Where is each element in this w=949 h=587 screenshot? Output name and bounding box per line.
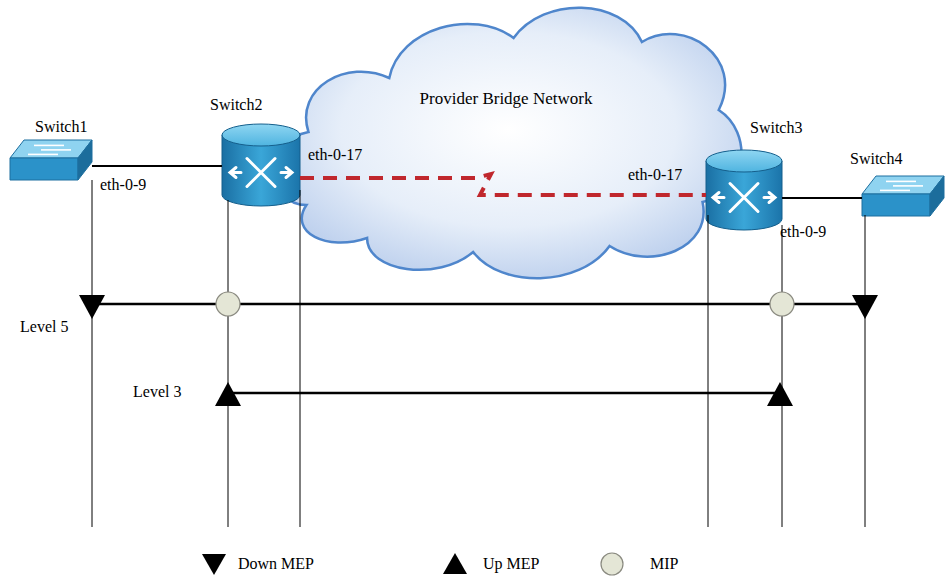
arrow-line bbox=[41, 149, 71, 151]
switch-icon bbox=[706, 150, 782, 230]
switch-front bbox=[10, 158, 78, 180]
access-link bbox=[92, 165, 222, 167]
switch-top bbox=[222, 124, 300, 146]
switch-name: Switch2 bbox=[210, 96, 262, 114]
arrow-line bbox=[230, 168, 241, 178]
up-mep-symbol bbox=[767, 382, 793, 406]
arrow-line bbox=[247, 159, 275, 187]
legend-text: MIP bbox=[650, 555, 678, 573]
level-line bbox=[92, 303, 865, 306]
arrow-line bbox=[247, 159, 275, 187]
arrow-line bbox=[893, 185, 923, 187]
switch-node: Switch2 bbox=[222, 124, 300, 206]
drop-line bbox=[92, 180, 93, 527]
arrow-line bbox=[880, 190, 910, 192]
up-mep-symbol bbox=[215, 382, 241, 406]
switch-icon bbox=[10, 140, 92, 180]
switch-name: Switch4 bbox=[850, 150, 902, 168]
switch-front bbox=[862, 194, 930, 216]
cloud-outline bbox=[266, 0, 746, 285]
cloud-shape bbox=[276, 8, 742, 279]
switch-name: Switch3 bbox=[750, 119, 802, 137]
legend-mip bbox=[601, 553, 623, 575]
down-mep-symbol bbox=[852, 295, 878, 319]
mip-symbol bbox=[216, 292, 240, 316]
arrow-line bbox=[713, 193, 724, 203]
down-mep-symbol bbox=[79, 295, 105, 319]
level-label: Level 3 bbox=[133, 383, 181, 401]
switch-arrows bbox=[880, 181, 923, 190]
switch-top bbox=[706, 150, 782, 172]
port-label: eth-0-17 bbox=[308, 146, 362, 164]
drop-line bbox=[228, 200, 229, 527]
arrow-line bbox=[28, 154, 58, 156]
port-label: eth-0-9 bbox=[780, 223, 826, 241]
switch-node: Switch1 bbox=[10, 140, 92, 180]
port-label: eth-0-17 bbox=[628, 166, 682, 184]
level-label: Level 5 bbox=[20, 318, 68, 336]
switch-icon bbox=[862, 176, 944, 216]
network-name: Provider Bridge Network bbox=[266, 90, 746, 108]
legend-text: Down MEP bbox=[238, 555, 314, 573]
switch-arrows bbox=[230, 159, 292, 187]
drop-line bbox=[708, 215, 709, 527]
arrow-line bbox=[764, 193, 775, 203]
switch-node: Switch3 bbox=[706, 150, 782, 230]
arrow-line bbox=[730, 184, 758, 212]
legend-down-mep bbox=[202, 554, 226, 575]
switch-arrows bbox=[713, 184, 775, 212]
arrow-line bbox=[281, 168, 292, 178]
switch-icon bbox=[222, 124, 300, 206]
drop-lines bbox=[92, 180, 865, 527]
level-line bbox=[228, 392, 782, 395]
switch-arrows bbox=[28, 145, 71, 154]
legend-up-mep bbox=[443, 553, 467, 574]
drop-line bbox=[782, 225, 783, 527]
access-link bbox=[782, 197, 862, 199]
network-cloud: Provider Bridge Network bbox=[266, 0, 746, 285]
arrow-line bbox=[34, 145, 64, 147]
drop-line bbox=[300, 190, 301, 527]
switch-side bbox=[930, 176, 944, 216]
drop-line bbox=[865, 215, 866, 527]
port-label: eth-0-9 bbox=[100, 176, 146, 194]
arrow-line bbox=[886, 181, 916, 183]
switch-side bbox=[78, 140, 92, 180]
mip-symbol bbox=[770, 292, 794, 316]
switch-name: Switch1 bbox=[35, 118, 87, 136]
switch-node: Switch4 bbox=[862, 176, 944, 216]
legend-text: Up MEP bbox=[483, 555, 539, 573]
arrow-line bbox=[730, 184, 758, 212]
